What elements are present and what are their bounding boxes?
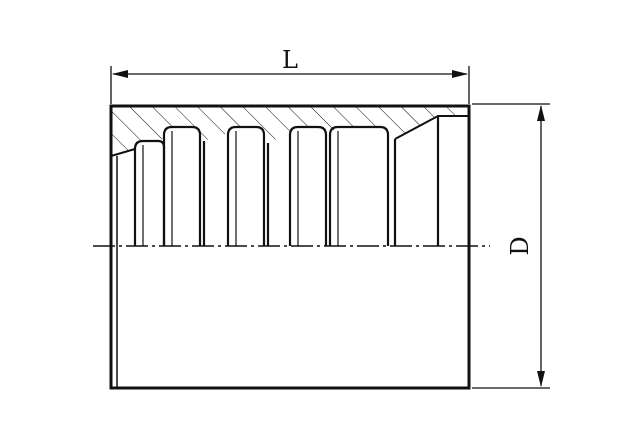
serration-teeth <box>133 116 440 246</box>
length-dimension <box>110 66 470 104</box>
diameter-label: D <box>506 236 534 255</box>
length-label: L <box>282 46 298 74</box>
diameter-dimension <box>472 103 550 389</box>
body-outline <box>109 104 471 390</box>
